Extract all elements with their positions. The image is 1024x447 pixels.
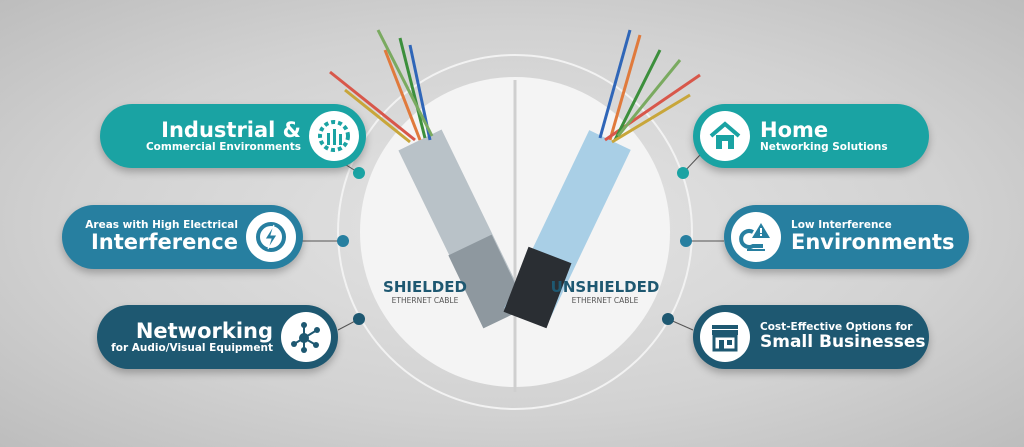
- network-nodes-icon: [281, 312, 331, 362]
- card-subtitle: Areas with High Electrical: [85, 218, 238, 231]
- shielded-title: SHIELDED: [383, 278, 467, 296]
- connector-dot: [353, 167, 365, 179]
- connector-dot: [680, 235, 692, 247]
- shielded-subtitle: ETHERNET CABLE: [391, 296, 459, 305]
- house-icon: [700, 111, 750, 161]
- unshielded-label: UNSHIELDED ETHERNET CABLE: [545, 278, 665, 305]
- storefront-icon: [700, 312, 750, 362]
- connector-dot: [337, 235, 349, 247]
- warning-signal-icon: [731, 212, 781, 262]
- unshielded-title: UNSHIELDED: [550, 278, 660, 296]
- card-subtitle: Low Interference: [791, 218, 892, 231]
- card-industrial: Industrial &Commercial Environments: [100, 104, 366, 168]
- connector-dot: [677, 167, 689, 179]
- card-title: Interference: [90, 230, 238, 255]
- card-subtitle: Cost-Effective Options for: [760, 320, 913, 333]
- factory-gear-icon: [309, 111, 359, 161]
- card-subtitle: for Audio/Visual Equipment: [111, 341, 273, 354]
- card-subtitle: Commercial Environments: [145, 140, 301, 153]
- connector-dot: [353, 313, 365, 325]
- shielded-label: SHIELDED ETHERNET CABLE: [372, 278, 478, 305]
- unshielded-cable-image: [503, 29, 701, 329]
- unshielded-subtitle: ETHERNET CABLE: [571, 296, 639, 305]
- card-title: Home: [760, 117, 829, 142]
- shielded-cable-image: [329, 29, 527, 329]
- card-title: Environments: [791, 230, 955, 255]
- card-title: Industrial &: [161, 117, 301, 142]
- outer-ring: [337, 54, 693, 410]
- connector-dot: [662, 313, 674, 325]
- lightning-icon: [246, 212, 296, 262]
- card-subtitle: Networking Solutions: [760, 140, 888, 153]
- card-title: Networking: [135, 318, 273, 343]
- card-title: Small Businesses: [760, 332, 926, 353]
